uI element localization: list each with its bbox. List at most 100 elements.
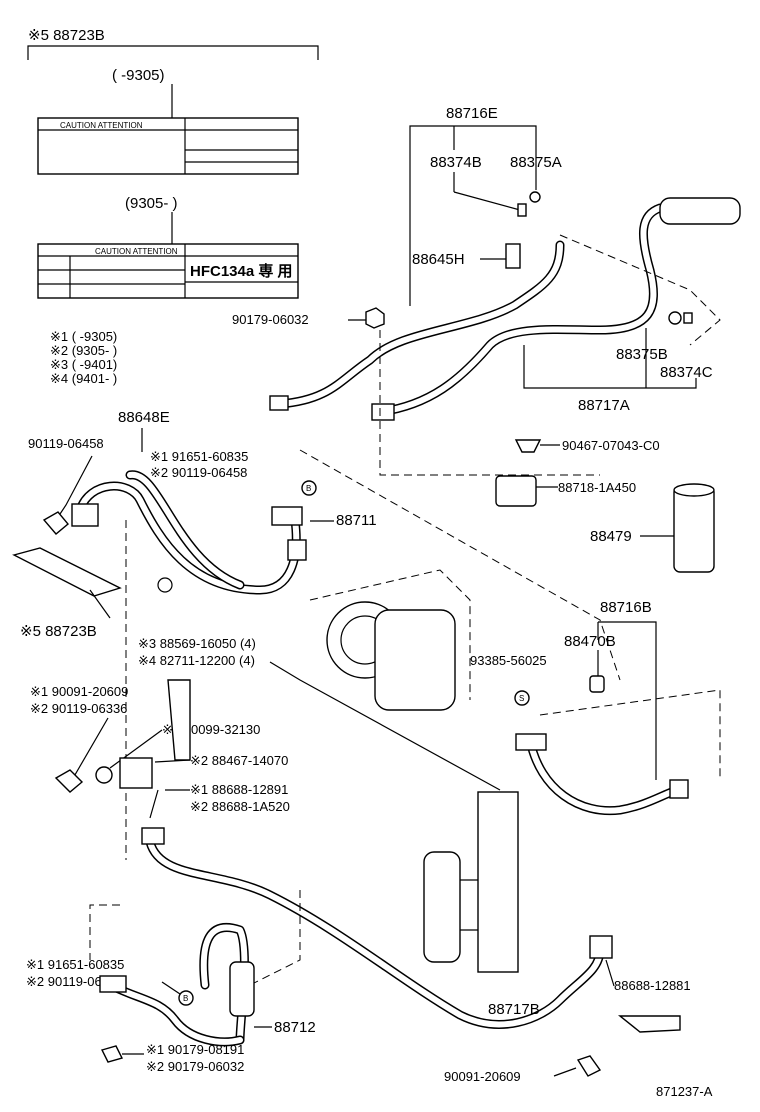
nut-icon — [365, 307, 385, 329]
nut-icon — [100, 1045, 124, 1063]
caution-label-new — [37, 243, 299, 299]
hose-fitting-icon — [141, 827, 165, 845]
label-90091-a: ※1 90091-20609 — [30, 684, 128, 699]
label-88374b: 88374B — [430, 154, 482, 171]
plug-icon — [589, 675, 605, 693]
hose-fitting-icon — [99, 975, 127, 993]
label-88688-b: ※2 88688-1A520 — [190, 799, 290, 814]
hose-sleeve-icon — [229, 961, 255, 1017]
label-88648e: 88648E — [118, 409, 170, 426]
condenser-group — [423, 791, 519, 973]
receiver-icon — [673, 485, 715, 573]
label-93385: 93385-56025 — [470, 653, 547, 668]
label-88688-a: ※1 88688-12891 — [190, 782, 288, 797]
label-88479: 88479 — [590, 528, 632, 545]
hose-88712-group: ※1 91651-60835 ※2 90119-06458 B 88712 ※1… — [26, 923, 316, 1074]
notes-block: ※1 ( -9305) ※2 (9305- ) ※3 ( -9401) ※4 (… — [50, 329, 117, 386]
hose-88717b-group: 88717B 88688-12881 90091-20609 — [89, 827, 691, 1084]
marker-b-icon — [301, 480, 317, 496]
note-3: ※3 ( -9401) — [50, 357, 117, 372]
label-90179-upper: 90179-06032 — [232, 312, 309, 327]
label-90119-a: 90119-06458 — [28, 436, 104, 451]
label-88645h: 88645H — [412, 251, 465, 268]
bracket-88717a — [523, 345, 697, 389]
hose-fitting-icon — [287, 539, 307, 561]
label-90119-b: ※2 90119-06336 — [30, 701, 127, 716]
label-88716b: 88716B — [600, 599, 652, 616]
bracket-88716e — [409, 125, 537, 306]
diagram-reference: 871237-A — [656, 1084, 713, 1099]
note-4: ※4 (9401- ) — [50, 371, 117, 386]
label-oring-2: ※2 90119-06458 — [150, 465, 247, 480]
caution-text-new: CAUTION ATTENTION — [95, 247, 178, 256]
label-90467: 90467-07043-C0 — [562, 438, 660, 453]
label-82711: ※4 82711-12200 (4) — [138, 653, 255, 668]
label-88717b: 88717B — [488, 1001, 540, 1018]
label-88712: 88712 — [274, 1019, 316, 1036]
label-88717a: 88717A — [578, 397, 630, 414]
hose-fitting-icon — [371, 403, 395, 421]
label-88718: 88718-1A450 — [558, 480, 636, 495]
receiver-group: 90467-07043-C0 88718-1A450 88479 — [495, 438, 715, 573]
label-88375b: 88375B — [616, 346, 668, 363]
hose-88717a-group: 88375B 88374C 88717A — [523, 311, 713, 414]
label-88688-c: 88688-12881 — [614, 978, 691, 993]
bracket-icon — [71, 503, 99, 527]
hfc-refrigerant-text: HFC134a 専 用 — [190, 262, 293, 280]
washer-icon — [95, 766, 113, 784]
label-old-range: ( -9305) — [112, 67, 165, 84]
pipe-88648e-group: 88648E 90119-06458 ※1 91651-60835 ※2 901… — [28, 409, 621, 860]
label-oring-lower-1: ※1 91651-60835 — [26, 957, 124, 972]
label-set-bracket — [27, 45, 319, 60]
label-oring-lower-2: ※2 90119-06458 — [26, 974, 123, 989]
receiver-dryer-icon — [423, 851, 461, 963]
label-88374c: 88374C — [660, 364, 713, 381]
valve-core-icon — [683, 312, 693, 324]
hose-88716b-group: 88716B 88470B 93385-56025 S — [470, 599, 721, 816]
label-88711: 88711 — [336, 512, 377, 529]
valve-core-icon — [517, 203, 527, 217]
hose-fitting-icon — [589, 935, 613, 959]
marker-s-icon — [514, 690, 530, 706]
label-set-header: ※5 88723B — [28, 27, 105, 44]
label-oring-1: ※1 91651-60835 — [150, 449, 248, 464]
bracket-icon — [119, 757, 153, 789]
marker-b-icon — [178, 990, 194, 1006]
insulator-group: ※5 88723B — [12, 547, 122, 640]
label-set-group: ※5 88723B ( -9305) CAUTION ATTENTION (93… — [27, 27, 319, 299]
bolt-icon — [42, 511, 69, 535]
compressor-group: ※3 88569-16050 (4) ※4 82711-12200 (4) — [138, 569, 501, 791]
hose-fitting-icon — [271, 506, 303, 526]
valve-cap-icon — [668, 311, 682, 325]
insulator-pad-icon — [12, 547, 122, 597]
label-88723b-pad: ※5 88723B — [20, 623, 97, 640]
caution-text-old: CAUTION ATTENTION — [60, 121, 143, 130]
bracket-icon — [495, 475, 537, 507]
label-88467: ※2 88467-14070 — [190, 753, 288, 768]
label-90091-b: 90091-20609 — [444, 1069, 521, 1084]
svg-text:B: B — [183, 994, 188, 1003]
clamp-icon — [157, 577, 173, 593]
svg-text:B: B — [306, 484, 311, 493]
hose-88716e-group: 88716E 88374B 88375A 88645H 90179-06032 — [232, 105, 741, 476]
label-88375a: 88375A — [510, 154, 562, 171]
valve-cap-icon — [529, 191, 541, 203]
label-nut-lower-1: ※1 90179-08191 — [146, 1042, 244, 1057]
hose-fitting-icon — [515, 733, 547, 751]
label-88569: ※3 88569-16050 (4) — [138, 636, 256, 651]
label-new-range: (9305- ) — [125, 195, 178, 212]
note-2: ※2 (9305- ) — [50, 343, 117, 358]
note-1: ※1 ( -9305) — [50, 329, 117, 344]
lower-left-hardware: ※1 90091-20609 ※2 90119-06336 ※2 90099-3… — [30, 679, 290, 819]
svg-text:S: S — [519, 694, 524, 703]
stay-icon — [167, 679, 191, 761]
label-88470b: 88470B — [564, 633, 616, 650]
label-88716e: 88716E — [446, 105, 498, 122]
bolt-icon — [576, 1055, 602, 1077]
compressor-body-icon — [374, 609, 456, 711]
caution-label-old — [37, 117, 299, 175]
muffler-icon — [659, 197, 741, 225]
condenser-tank-icon — [477, 791, 519, 973]
